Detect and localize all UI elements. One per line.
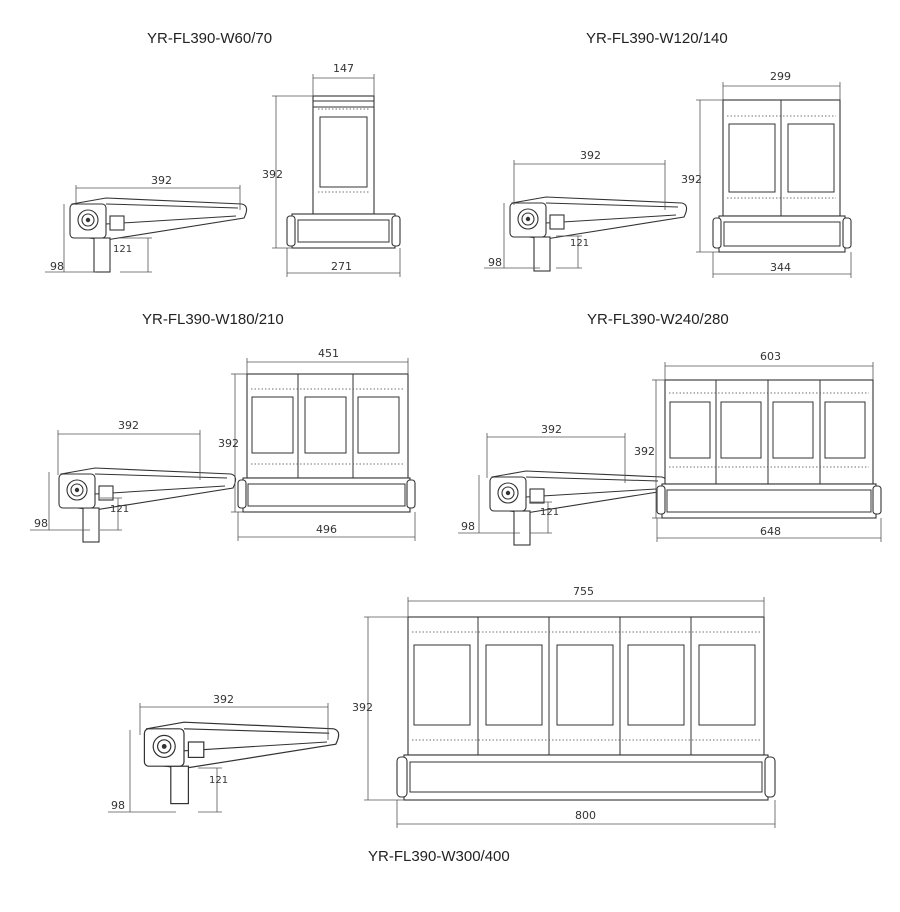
front-height-dim: 392 (262, 168, 283, 181)
side-height-dim: 98 (34, 517, 48, 530)
side-view (489, 470, 668, 546)
bracket-dim: 121 (570, 238, 589, 249)
front-height-dim: 392 (634, 445, 655, 458)
model-w180-210: YR-FL390-W180/210 392 98 121 (30, 311, 416, 543)
side-length-dim: 392 (541, 423, 562, 436)
front-height-dim: 392 (681, 173, 702, 186)
bracket-dim: 121 (110, 504, 129, 515)
model-title: YR-FL390-W240/280 (587, 311, 729, 328)
side-height-dim: 98 (488, 256, 502, 269)
front-bottom-width-dim: 271 (331, 260, 352, 273)
front-view (286, 95, 401, 249)
front-top-width-dim: 147 (333, 62, 354, 75)
side-length-dim: 392 (213, 693, 234, 706)
side-view (69, 197, 248, 273)
front-bottom-width-dim: 344 (770, 261, 791, 274)
model-title: YR-FL390-W60/70 (147, 30, 272, 47)
front-view (396, 616, 776, 801)
model-w120-140: YR-FL390-W120/140 392 98 121 2 (484, 30, 852, 278)
bracket-dim: 121 (113, 244, 132, 255)
front-top-width-dim: 603 (760, 350, 781, 363)
bracket-dim: 121 (209, 775, 228, 786)
front-top-width-dim: 299 (770, 70, 791, 83)
front-view (237, 373, 416, 513)
model-w300-400: YR-FL390-W300/400 392 98 121 (108, 585, 776, 865)
front-top-width-dim: 451 (318, 347, 339, 360)
side-view (509, 196, 688, 272)
model-title: YR-FL390-W180/210 (142, 311, 284, 328)
model-title: YR-FL390-W300/400 (368, 848, 510, 865)
front-height-dim: 392 (352, 701, 373, 714)
front-view (712, 99, 852, 253)
side-view (58, 467, 237, 543)
side-length-dim: 392 (580, 149, 601, 162)
model-w240-280: YR-FL390-W240/280 392 98 121 (458, 311, 882, 546)
front-bottom-width-dim: 648 (760, 525, 781, 538)
front-top-width-dim: 755 (573, 585, 594, 598)
side-height-dim: 98 (461, 520, 475, 533)
model-title: YR-FL390-W120/140 (586, 30, 728, 47)
front-view (656, 379, 882, 519)
model-w60-70: YR-FL390-W60/70 392 98 121 (45, 30, 401, 277)
bracket-dim: 121 (540, 507, 559, 518)
front-bottom-width-dim: 800 (575, 809, 596, 822)
front-bottom-width-dim: 496 (316, 523, 337, 536)
side-length-dim: 392 (118, 419, 139, 432)
side-length-dim: 392 (151, 174, 172, 187)
front-height-dim: 392 (218, 437, 239, 450)
side-height-dim: 98 (111, 799, 125, 812)
side-height-dim: 98 (50, 260, 64, 273)
side-view (143, 721, 340, 805)
